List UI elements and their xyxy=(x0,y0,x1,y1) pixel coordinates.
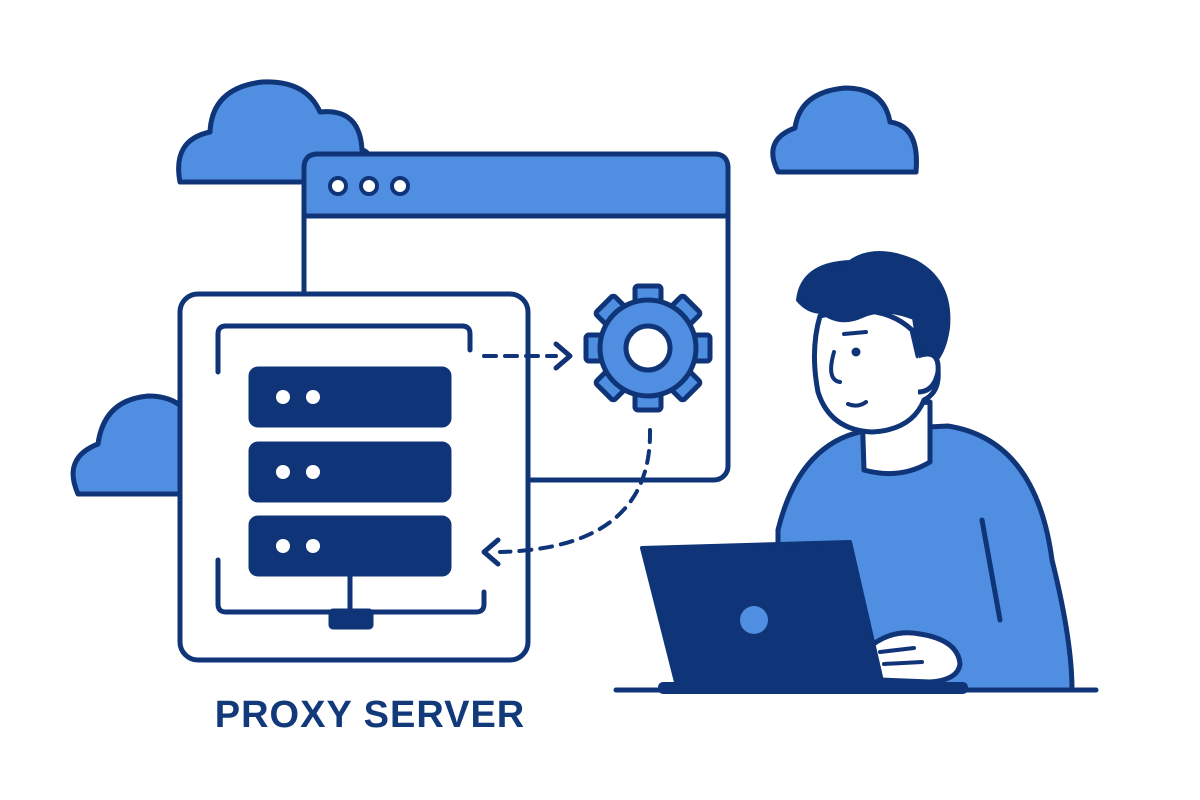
dashed-arrow-right xyxy=(482,341,573,371)
window-dot-3 xyxy=(390,176,410,196)
proxy-server-card xyxy=(177,291,531,663)
window-dot-2 xyxy=(359,176,379,196)
dashed-arrow-return xyxy=(481,428,653,567)
eye xyxy=(851,347,861,357)
server-unit-2 xyxy=(248,441,452,503)
person-illustration xyxy=(775,251,1075,693)
laptop-logo xyxy=(740,606,768,634)
server-unit-1 xyxy=(248,366,452,428)
laptop-icon xyxy=(640,540,968,694)
hair xyxy=(796,251,951,368)
cloud-icon-top-right xyxy=(770,85,919,175)
proxy-server-caption: PROXY SERVER xyxy=(214,694,526,736)
gear-icon xyxy=(583,283,713,413)
window-dot-1 xyxy=(328,176,348,196)
server-rack-icon xyxy=(248,366,452,630)
server-base xyxy=(328,608,374,630)
